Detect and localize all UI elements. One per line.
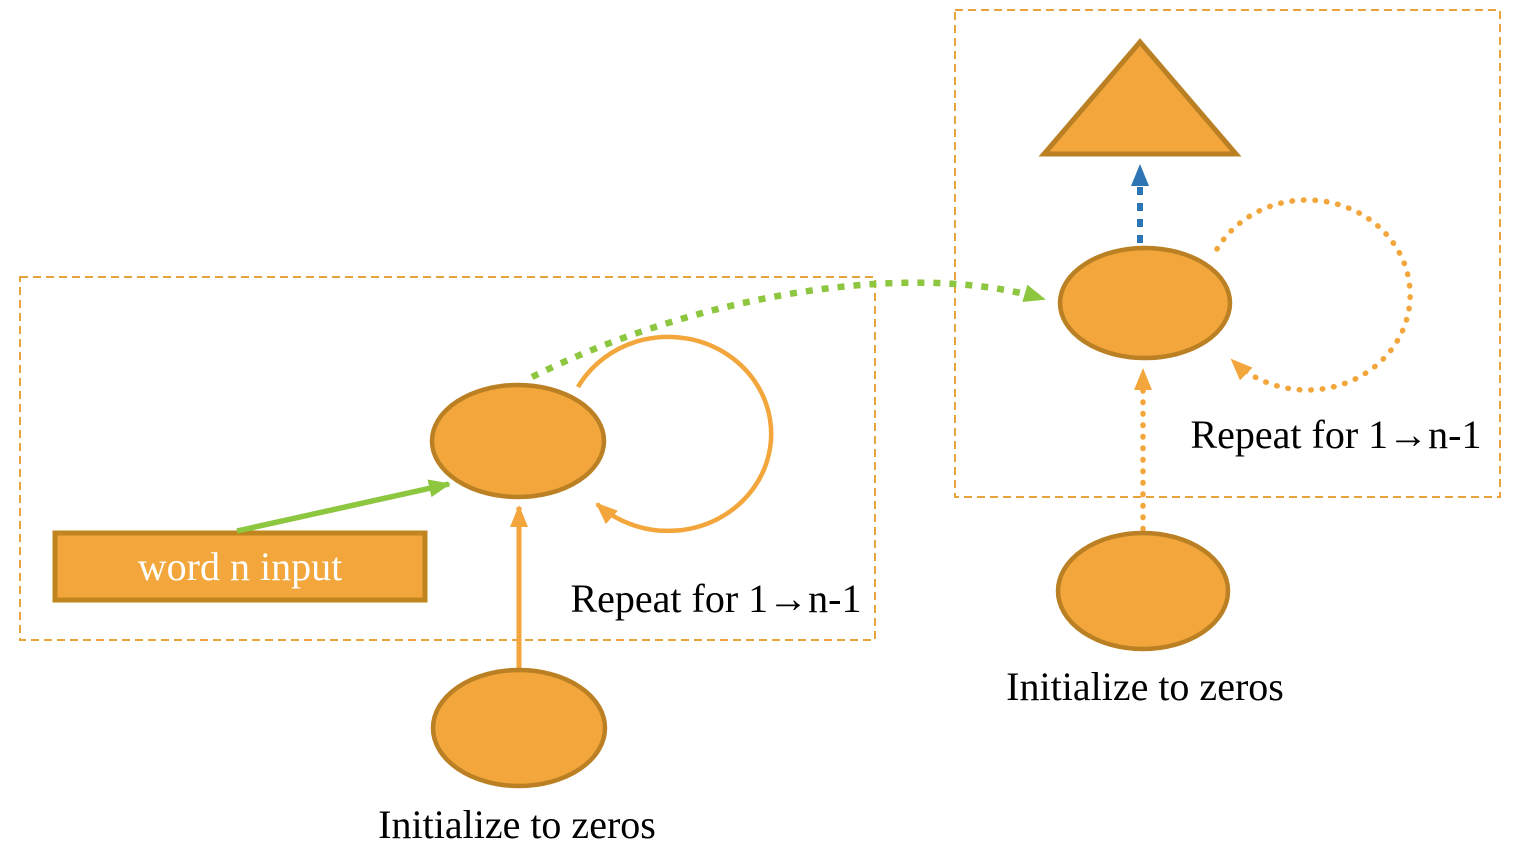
right-self-loop-dotted-arrow <box>1214 197 1413 393</box>
left-group-border <box>19 276 876 641</box>
left-init-node <box>430 667 608 789</box>
word-input-label: word n input <box>138 544 342 589</box>
repeat-label-right: Repeat for 1→n-1 <box>1190 412 1481 457</box>
word-input-box <box>52 530 428 603</box>
right-group-border <box>954 9 1501 498</box>
left-to-right-dotted-arrow <box>530 279 1046 380</box>
right-hidden-node <box>1057 245 1233 361</box>
init-label-left: Initialize to zeros <box>378 802 656 847</box>
word-to-node-arrow <box>236 479 451 534</box>
left-hidden-node <box>429 382 607 500</box>
left-self-loop-arrow <box>576 334 774 534</box>
right-init-node <box>1055 530 1231 652</box>
output-triangle <box>1038 38 1242 157</box>
repeat-label-left: Repeat for 1→n-1 <box>570 576 861 621</box>
init-label-right: Initialize to zeros <box>1006 664 1284 709</box>
